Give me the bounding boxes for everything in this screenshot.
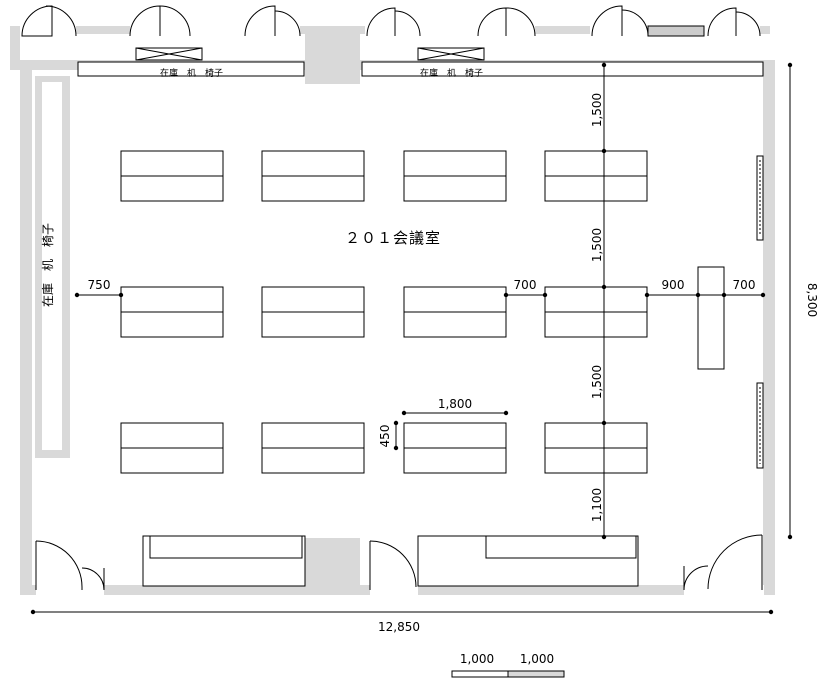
counters-bottom xyxy=(142,535,639,587)
dim-label-v-top: 1,500 xyxy=(590,93,604,127)
podium-desk xyxy=(697,266,725,370)
doors-top xyxy=(20,5,761,37)
windows-right xyxy=(756,155,764,469)
desk-row-3 xyxy=(120,422,648,474)
dim-label-left-margin: 750 xyxy=(88,278,111,292)
doors-bottom xyxy=(35,534,764,595)
dim-label-h-2: 900 xyxy=(662,278,685,292)
storage-top xyxy=(77,47,764,77)
storage-label-top-left: 在庫 机 椅子 xyxy=(160,67,223,79)
storage-label-top-right: 在庫 机 椅子 xyxy=(420,67,483,79)
desk-row-1 xyxy=(120,150,648,202)
dimension-lines xyxy=(30,62,793,615)
dim-label-v-bottom: 1,100 xyxy=(590,488,604,522)
desks xyxy=(120,150,725,474)
dim-label-h-3: 700 xyxy=(733,278,756,292)
scale-bar xyxy=(451,670,565,678)
dim-label-total-height: 8,300 xyxy=(805,283,819,317)
room-name: ２０１会議室 xyxy=(345,229,441,247)
dim-label-v-3: 1,500 xyxy=(590,365,604,399)
dim-label-v-2: 1,500 xyxy=(590,228,604,262)
dim-label-desk-length: 1,800 xyxy=(438,397,472,411)
dim-label-h-1: 700 xyxy=(514,278,537,292)
storage-label-left: 在庫 机 椅子 xyxy=(41,223,55,307)
dim-label-total-width: 12,850 xyxy=(378,620,420,634)
scale-label-1: 1,000 xyxy=(460,652,494,666)
dim-label-desk-depth: 450 xyxy=(378,425,392,448)
desk-row-2 xyxy=(120,286,648,338)
scale-label-2: 1,000 xyxy=(520,652,554,666)
